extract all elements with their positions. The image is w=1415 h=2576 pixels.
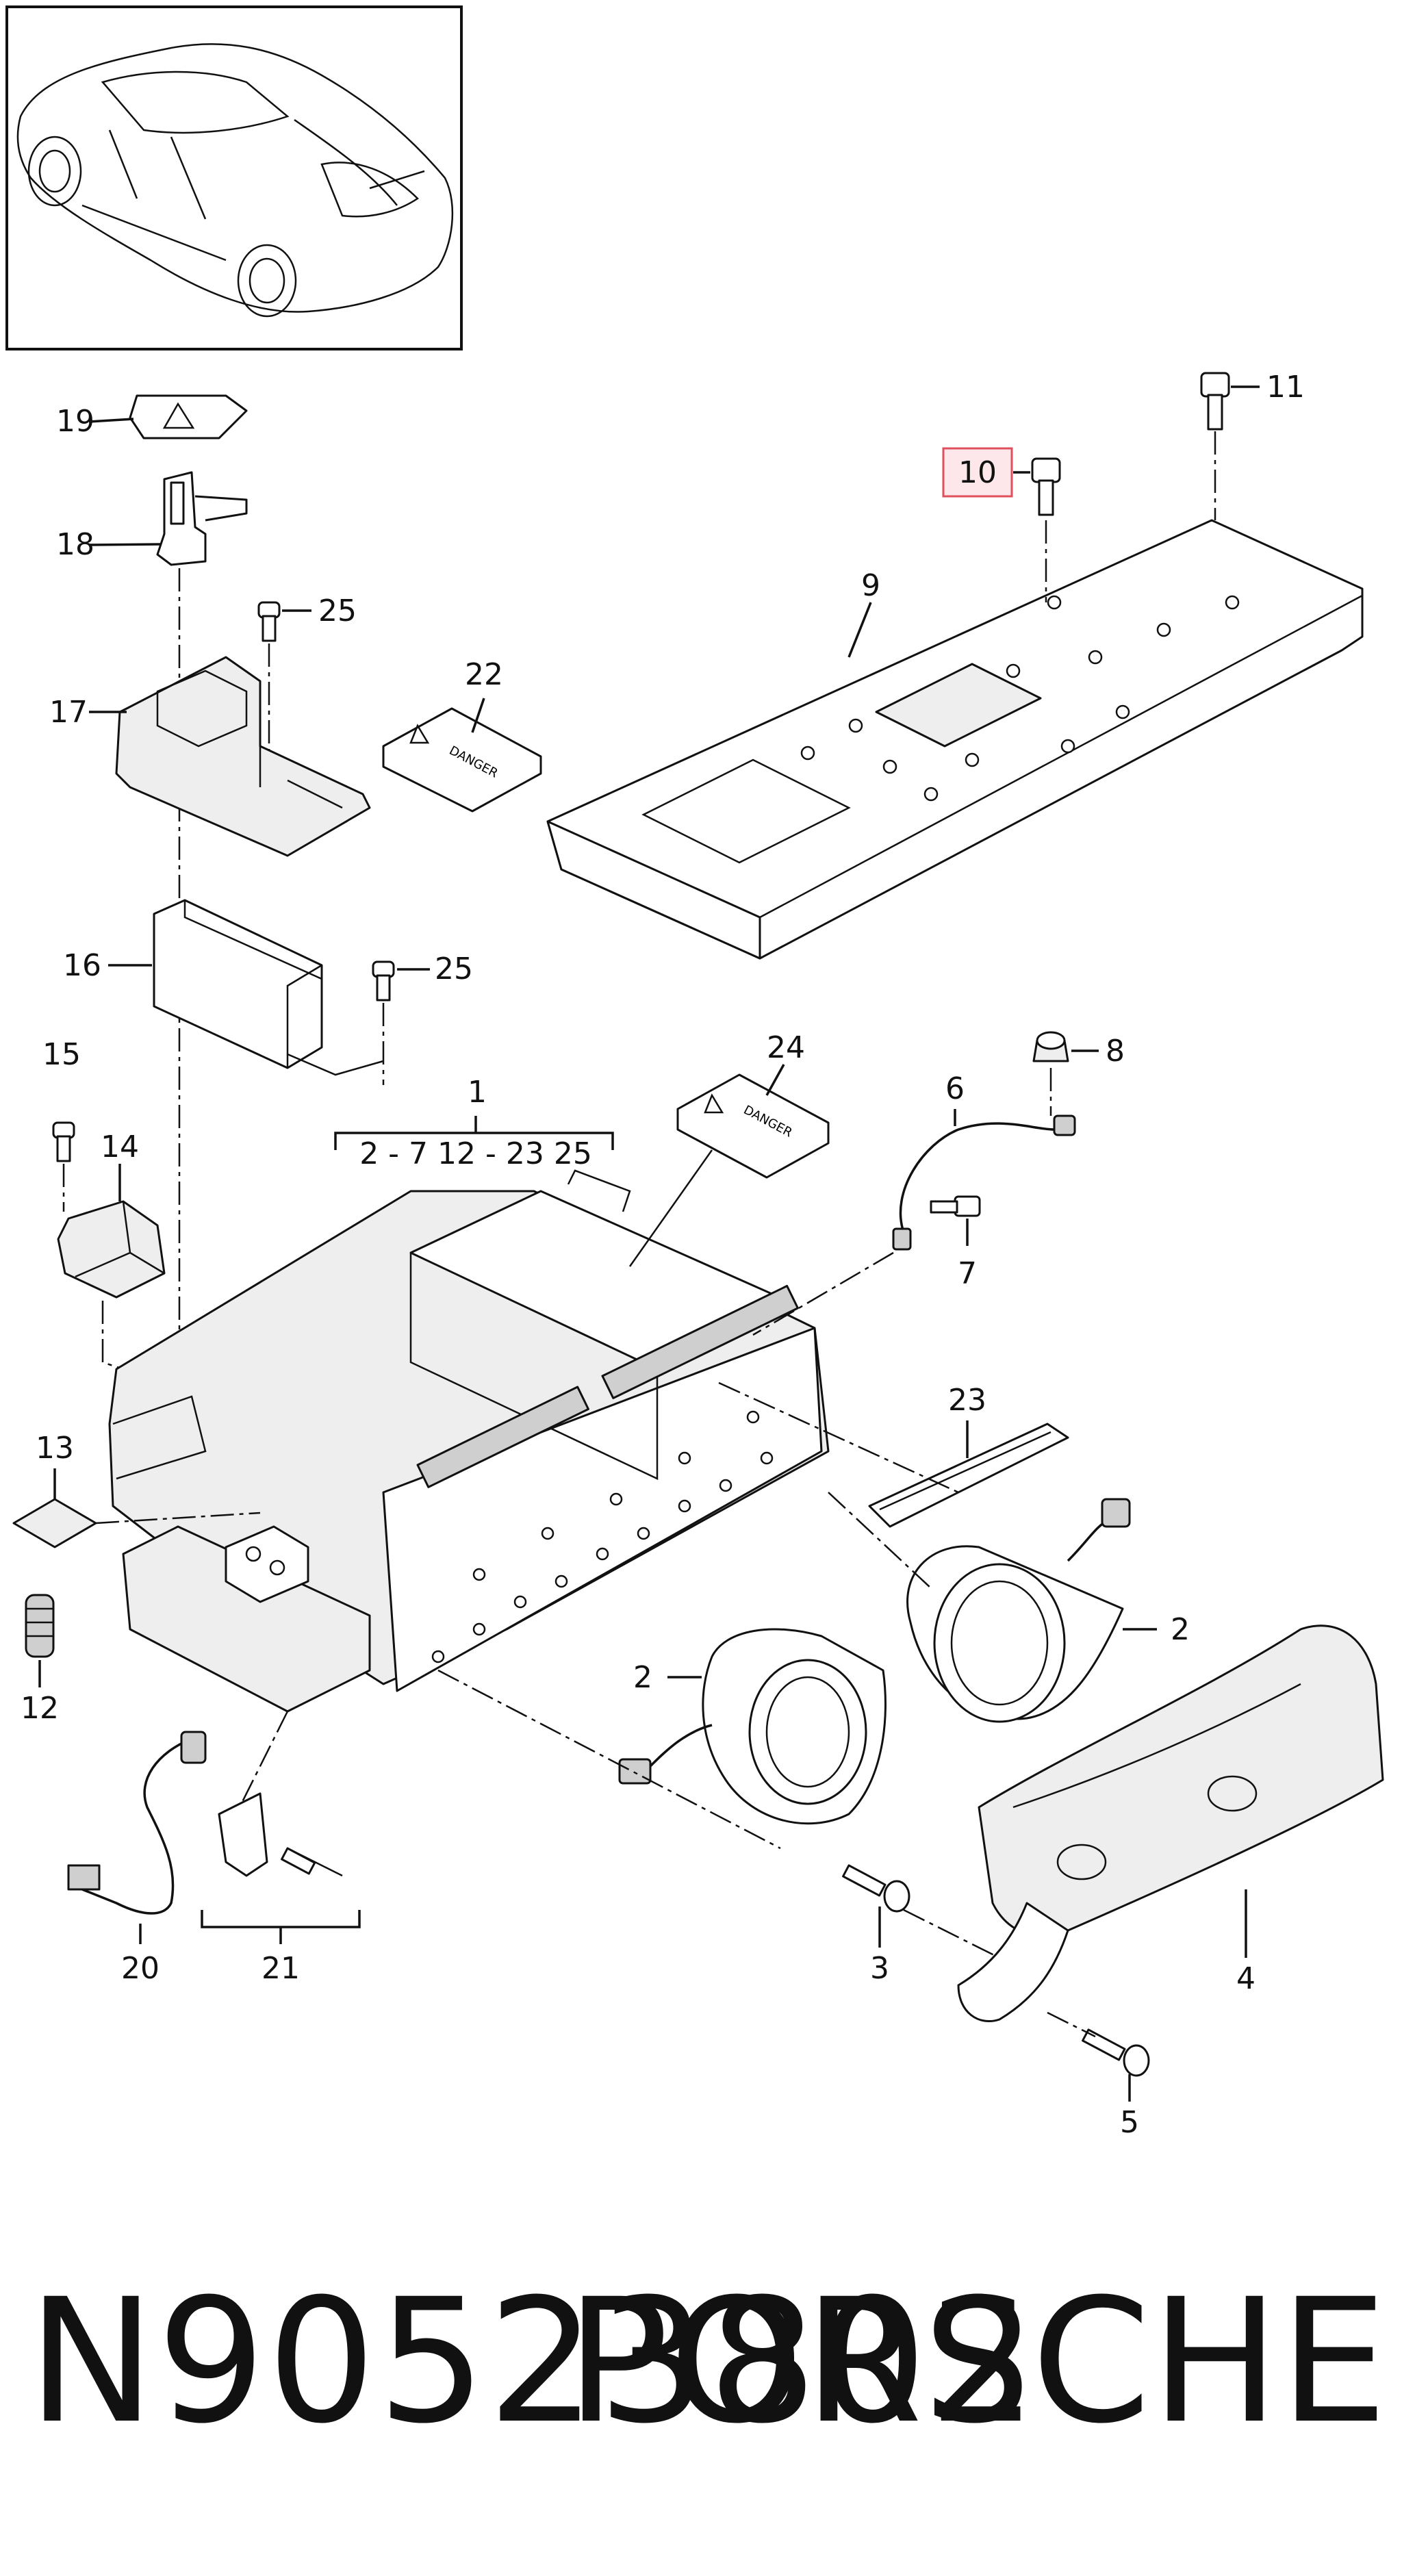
part-14-relay xyxy=(57,1200,166,1299)
callout-12: 12 xyxy=(21,1691,59,1726)
callout-23: 23 xyxy=(948,1383,986,1418)
callout-2-left: 2 xyxy=(633,1660,652,1695)
part-15-screw xyxy=(52,1121,75,1162)
part-8-nut xyxy=(1032,1031,1069,1062)
part-18-bracket xyxy=(156,471,248,566)
cover-plate-holes xyxy=(800,595,1240,802)
brand-name: PORSCHE xyxy=(565,2262,1388,2461)
part-10-callout-highlight xyxy=(942,447,1013,498)
callout-20: 20 xyxy=(121,1951,160,1986)
callout-8: 8 xyxy=(1106,1034,1125,1069)
callout-25-top: 25 xyxy=(318,594,357,628)
callout-16: 16 xyxy=(63,948,101,983)
part-11-bolt xyxy=(1200,372,1230,431)
callout-11: 11 xyxy=(1266,370,1305,405)
part-5-screw xyxy=(1082,2028,1150,2077)
part-22-danger-label: DANGER xyxy=(382,707,542,813)
callout-1-range: 2 - 7 12 - 23 25 xyxy=(359,1136,592,1171)
callout-5: 5 xyxy=(1120,2105,1139,2140)
part-19-cover xyxy=(129,394,248,439)
part-2-fan-right xyxy=(906,1498,1131,1723)
part-10-bolt xyxy=(1031,457,1061,516)
parts-diagram: DANGER xyxy=(5,5,1384,2140)
part-20-harness xyxy=(67,1731,207,1915)
part-17-housing xyxy=(115,656,371,857)
part-25-screw-mid xyxy=(372,960,395,1002)
part-13-pad xyxy=(12,1498,97,1548)
part-1-range-bracket xyxy=(334,1116,614,1150)
part-number: N90523802 xyxy=(27,2262,1039,2461)
part-4-air-duct xyxy=(957,1624,1384,2023)
callout-7: 7 xyxy=(958,1256,977,1291)
callout-2-right: 2 xyxy=(1171,1612,1190,1647)
callout-9: 9 xyxy=(861,568,880,603)
callout-10: 10 xyxy=(958,455,997,490)
part-9-cover-plate xyxy=(546,519,1364,960)
junction-box xyxy=(122,1525,371,1713)
part-21-bracket xyxy=(218,1792,343,1877)
callout-25-mid: 25 xyxy=(435,952,473,986)
callout-18: 18 xyxy=(56,527,94,562)
callout-22: 22 xyxy=(465,657,503,692)
callout-19: 19 xyxy=(56,404,94,439)
part-3-screw xyxy=(842,1864,910,1913)
part-23-seal-strip xyxy=(868,1423,1069,1528)
callout-3: 3 xyxy=(870,1951,889,1986)
part-6-ground-cable xyxy=(892,1114,1076,1251)
callout-21: 21 xyxy=(262,1951,300,1986)
battery-mount-holes xyxy=(431,1410,774,1663)
callout-24: 24 xyxy=(767,1030,805,1065)
part-25-screw-top xyxy=(257,601,281,642)
callout-17: 17 xyxy=(49,695,88,730)
callout-15: 15 xyxy=(42,1037,81,1072)
vehicle-inset xyxy=(5,5,463,350)
callout-14: 14 xyxy=(101,1130,139,1164)
callout-6: 6 xyxy=(945,1071,965,1106)
part-12-plug xyxy=(25,1594,55,1658)
callout-13: 13 xyxy=(36,1431,74,1466)
part-2-fan-left xyxy=(618,1628,887,1825)
part-24-danger-label: DANGER xyxy=(676,1073,830,1179)
footer: N90523802 PORSCHE xyxy=(0,2259,1415,2464)
callout-4: 4 xyxy=(1236,1961,1255,1996)
part-7-screw xyxy=(930,1195,981,1217)
part-16-control-module xyxy=(153,899,384,1076)
callout-1: 1 xyxy=(468,1075,487,1110)
